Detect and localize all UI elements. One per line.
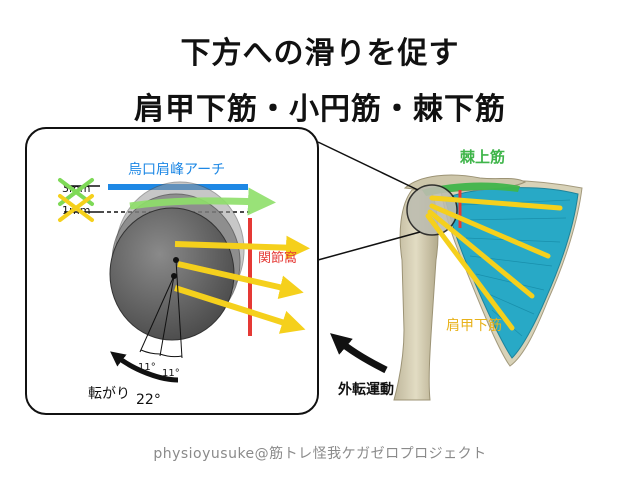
- yellow-arrow-1: [174, 235, 310, 260]
- supraspinatus-label: 棘上筋: [460, 148, 505, 166]
- title-line-1: 下方への滑りを促す: [180, 36, 460, 71]
- supraspinatus-muscle: [422, 182, 520, 196]
- crossed-label-group: 3mm 1mm: [58, 178, 94, 222]
- angle-arc-2: [159, 353, 183, 358]
- angle-line-3: [175, 259, 183, 359]
- abduction-arrow: [330, 333, 388, 374]
- glenoid-label: 関節窩: [258, 250, 297, 266]
- green-slide-arrow: [129, 187, 276, 216]
- angle-arc-1: [140, 349, 161, 355]
- yellow-arrow-3: [174, 285, 306, 334]
- angle-line-1: [139, 275, 175, 353]
- rolling-arrow: [110, 351, 179, 383]
- subscapularis-muscle: [444, 187, 579, 359]
- footer-credit: physioyusuke@筋トレ怪我ケガゼロプロジェクト: [153, 446, 487, 462]
- muscle-force-lines: [425, 195, 563, 331]
- title-line-2: 肩甲下筋・小円筋・棘下筋: [134, 92, 506, 127]
- callout-line-top: [317, 141, 419, 191]
- subscapularis-label: 肩甲下筋: [446, 317, 502, 334]
- acromial-arch-label: 烏口肩峰アーチ: [128, 161, 225, 178]
- callout-line-bottom: [317, 231, 421, 261]
- angle-line-2: [159, 275, 175, 357]
- shoulder-anatomy: [317, 141, 583, 401]
- angle-label-a: 11°: [138, 362, 156, 373]
- abduction-label: 外転運動: [338, 381, 394, 398]
- rolling-label: 転がり: [88, 386, 130, 402]
- angle-label-b: 11°: [162, 368, 180, 379]
- magnified-content: 3mm 1mm: [58, 178, 310, 383]
- yellow-arrow-2: [177, 261, 304, 300]
- rolling-degree-label: 22°: [136, 392, 161, 408]
- cross-mark-yellow: [58, 194, 94, 222]
